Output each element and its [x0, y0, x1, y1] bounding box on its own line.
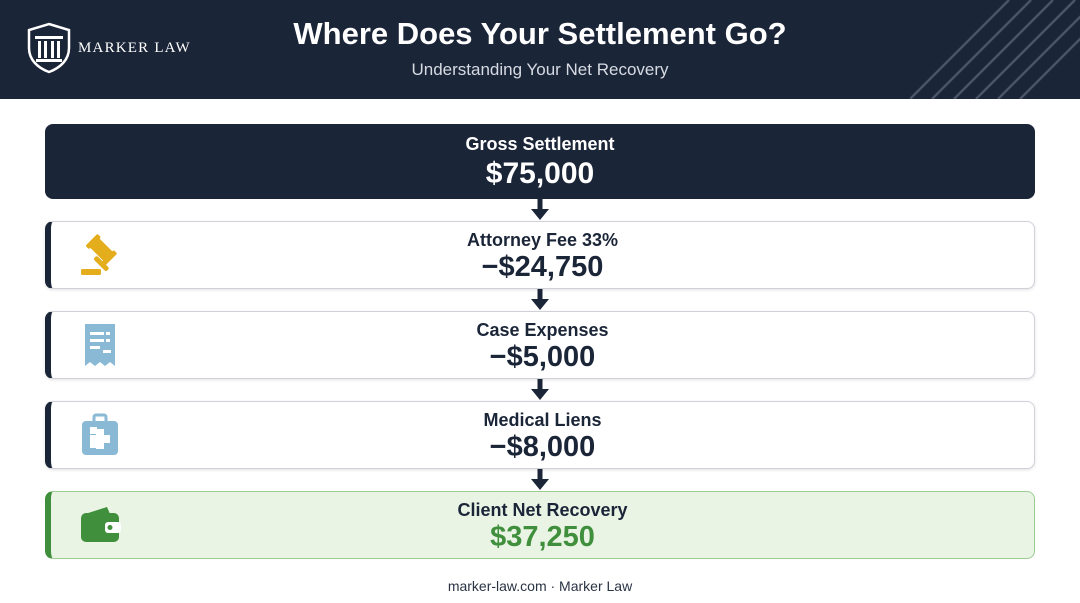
pillar-shield-logo-icon — [27, 22, 71, 74]
arrow-down-icon — [531, 289, 549, 310]
attorney-fee-value: −$24,750 — [481, 251, 604, 283]
client-net-recovery-box: Client Net Recovery $37,250 — [45, 491, 1035, 559]
receipt-icon — [77, 322, 123, 368]
attorney-fee-label: Attorney Fee 33% — [466, 230, 619, 250]
case-expenses-box: Case Expenses −$5,000 — [45, 311, 1035, 379]
client-net-recovery-value: $37,250 — [490, 521, 595, 553]
arrow-down-icon — [531, 199, 549, 220]
client-net-recovery-label: Client Net Recovery — [457, 500, 628, 520]
medical-liens-value: −$8,000 — [489, 431, 596, 463]
gross-settlement-box: Gross Settlement $75,000 — [45, 124, 1035, 199]
gavel-icon — [77, 232, 123, 278]
arrow-down-icon — [531, 469, 549, 490]
gross-settlement-label: Gross Settlement — [465, 134, 615, 154]
brand-logo[interactable]: MARKER LAW — [26, 22, 191, 74]
medical-kit-icon — [77, 412, 123, 458]
footer-text[interactable]: marker-law.com · Marker Law — [447, 578, 633, 594]
diagonal-stripes-decoration — [910, 0, 1080, 99]
attorney-fee-box: Attorney Fee 33% −$24,750 — [45, 221, 1035, 289]
wallet-icon — [77, 502, 123, 548]
arrow-down-icon — [531, 379, 549, 400]
page-subtitle: Understanding Your Net Recovery — [411, 60, 669, 79]
medical-liens-box: Medical Liens −$8,000 — [45, 401, 1035, 469]
page-title: Where Does Your Settlement Go? — [293, 16, 787, 51]
flow-arrow — [529, 379, 551, 401]
header-banner: MARKER LAW Where Does Your Settlement Go… — [0, 0, 1080, 99]
flow-arrow — [529, 199, 551, 221]
flow-arrow — [529, 289, 551, 311]
case-expenses-value: −$5,000 — [489, 341, 596, 373]
case-expenses-label: Case Expenses — [476, 320, 609, 340]
gross-settlement-value: $75,000 — [485, 157, 595, 190]
brand-name: MARKER LAW — [78, 39, 191, 56]
medical-liens-label: Medical Liens — [483, 410, 602, 430]
flow-arrow — [529, 469, 551, 491]
